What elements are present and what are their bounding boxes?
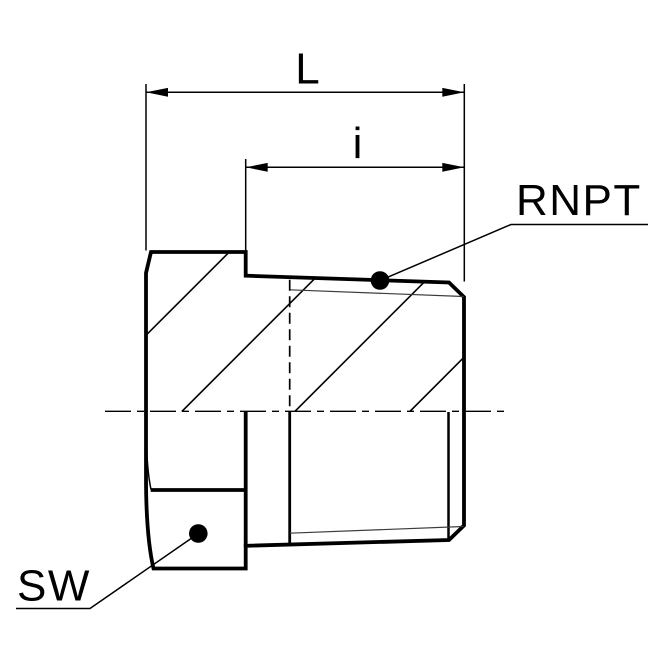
thread-designation-label: RNPT (516, 176, 642, 225)
section-hatching (146, 252, 464, 412)
arrowhead-left-icon (245, 162, 268, 172)
leader-line (16, 532, 199, 610)
leader-dot (189, 524, 208, 543)
arrowhead-right-icon (442, 162, 465, 172)
callout-wrench-size: SW (16, 524, 208, 611)
leader-dot (370, 271, 390, 290)
dimension-thread-length: i (244, 119, 465, 251)
part-outline (144, 250, 466, 571)
arrowhead-left-icon (146, 87, 168, 97)
leader-line (379, 223, 648, 282)
dimension-i-label: i (353, 119, 363, 168)
callout-thread-designation: RNPT (370, 176, 648, 290)
hex-chamfer-arc (145, 431, 152, 490)
plug-silhouette (144, 250, 466, 571)
wrench-size-label: SW (17, 562, 91, 611)
thread-root-lines (289, 289, 464, 534)
dimension-overall-length: L (145, 45, 466, 282)
dimension-L-label: L (295, 45, 319, 94)
arrowhead-right-icon (442, 87, 465, 97)
